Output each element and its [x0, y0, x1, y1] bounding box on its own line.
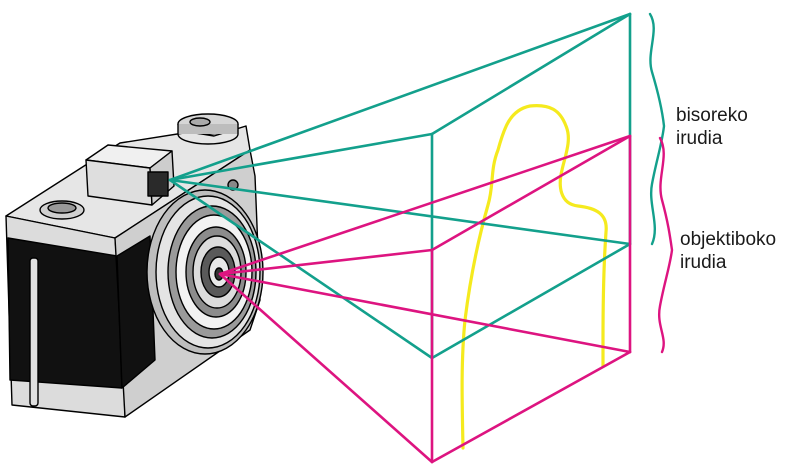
lens-label-line-1: objektiboko [680, 229, 777, 250]
person-outline-icon [460, 104, 608, 450]
viewfinder-label-line-1: bisoreko [676, 105, 748, 126]
viewfinder-frame-bottom [430, 242, 632, 360]
shutter-dial-knob [189, 117, 211, 127]
viewfinder-ray-2 [168, 132, 434, 182]
viewfinder-image-label: bisoreko irudia [676, 104, 748, 150]
lens-label-line-2: irudia [680, 252, 727, 273]
viewfinder-frame-top [430, 12, 632, 136]
shutter-dial-side [178, 124, 238, 134]
lens-frame-bottom [430, 350, 632, 464]
lens-brace [657, 136, 674, 354]
lens-ray-2 [218, 248, 434, 276]
camera-leather-side [116, 235, 156, 389]
lens-rays [218, 134, 632, 464]
camera-leather-front [7, 237, 123, 389]
viewfinder-brace [648, 12, 666, 246]
lens-ray-4 [218, 272, 434, 464]
shutter-dial-edge [177, 124, 239, 145]
camera-icon [5, 113, 264, 418]
lens-ray-1 [218, 134, 632, 276]
top-button-hole [47, 202, 77, 214]
viewfinder-label-line-2: irudia [676, 128, 723, 149]
viewfinder-ray-3 [168, 178, 632, 246]
viewfinder-window [147, 171, 169, 197]
lens-frame-top [430, 134, 632, 252]
lens-ray-3 [218, 272, 632, 354]
strap-lug [29, 257, 39, 407]
lens-image-label: objektiboko irudia [680, 228, 776, 274]
viewfinder-ray-1 [168, 12, 632, 182]
viewfinder-ray-4 [168, 178, 434, 360]
